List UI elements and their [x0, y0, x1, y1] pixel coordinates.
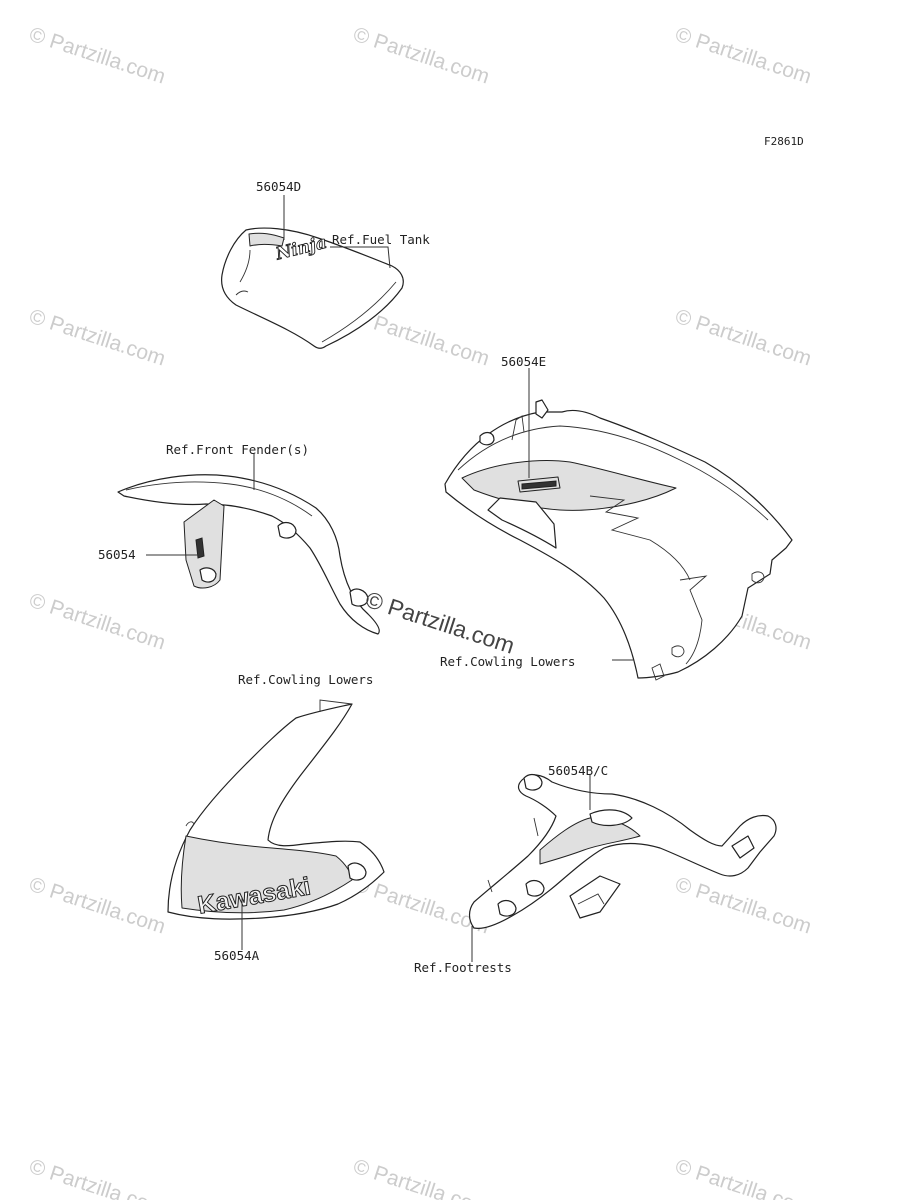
watermark: © Partzilla.com — [350, 1155, 492, 1200]
label-ref-footrests: Ref.Footrests — [414, 960, 512, 975]
fuel-tank-decal: Ninja — [221, 195, 404, 349]
label-ref-fuel-tank: Ref.Fuel Tank — [332, 232, 430, 247]
label-ref-cowling-lowers-left: Ref.Cowling Lowers — [238, 672, 373, 687]
watermark: © Partzilla.com — [350, 23, 492, 89]
watermark: © Partzilla.com — [26, 873, 168, 939]
cowling-left: Kawasaki — [167, 699, 385, 950]
label-56054b-c: 56054B/C — [548, 763, 608, 778]
label-56054e: 56054E — [501, 354, 546, 369]
label-56054d: 56054D — [256, 179, 301, 194]
watermark: © Partzilla.com — [672, 23, 814, 89]
watermark: © Partzilla.com — [672, 305, 814, 371]
watermark: © Partzilla.com — [26, 23, 168, 89]
watermark: © Partzilla.com — [26, 305, 168, 371]
diagram-code: F2861D — [764, 135, 804, 148]
watermark: © Partzilla.com — [672, 1155, 814, 1200]
watermark: © Partzilla.com — [26, 1155, 168, 1200]
front-fender — [117, 454, 380, 635]
label-ref-front-fender: Ref.Front Fender(s) — [166, 442, 309, 457]
watermark-center: © Partzilla.com — [362, 586, 517, 659]
label-ref-cowling-lowers-right: Ref.Cowling Lowers — [440, 654, 575, 669]
cowling-right-assembly — [444, 368, 793, 681]
watermark: © Partzilla.com — [26, 589, 168, 655]
footrest-bracket — [468, 773, 777, 962]
label-56054: 56054 — [98, 547, 136, 562]
watermark: © Partzilla.com — [672, 873, 814, 939]
label-56054a: 56054A — [214, 948, 260, 963]
